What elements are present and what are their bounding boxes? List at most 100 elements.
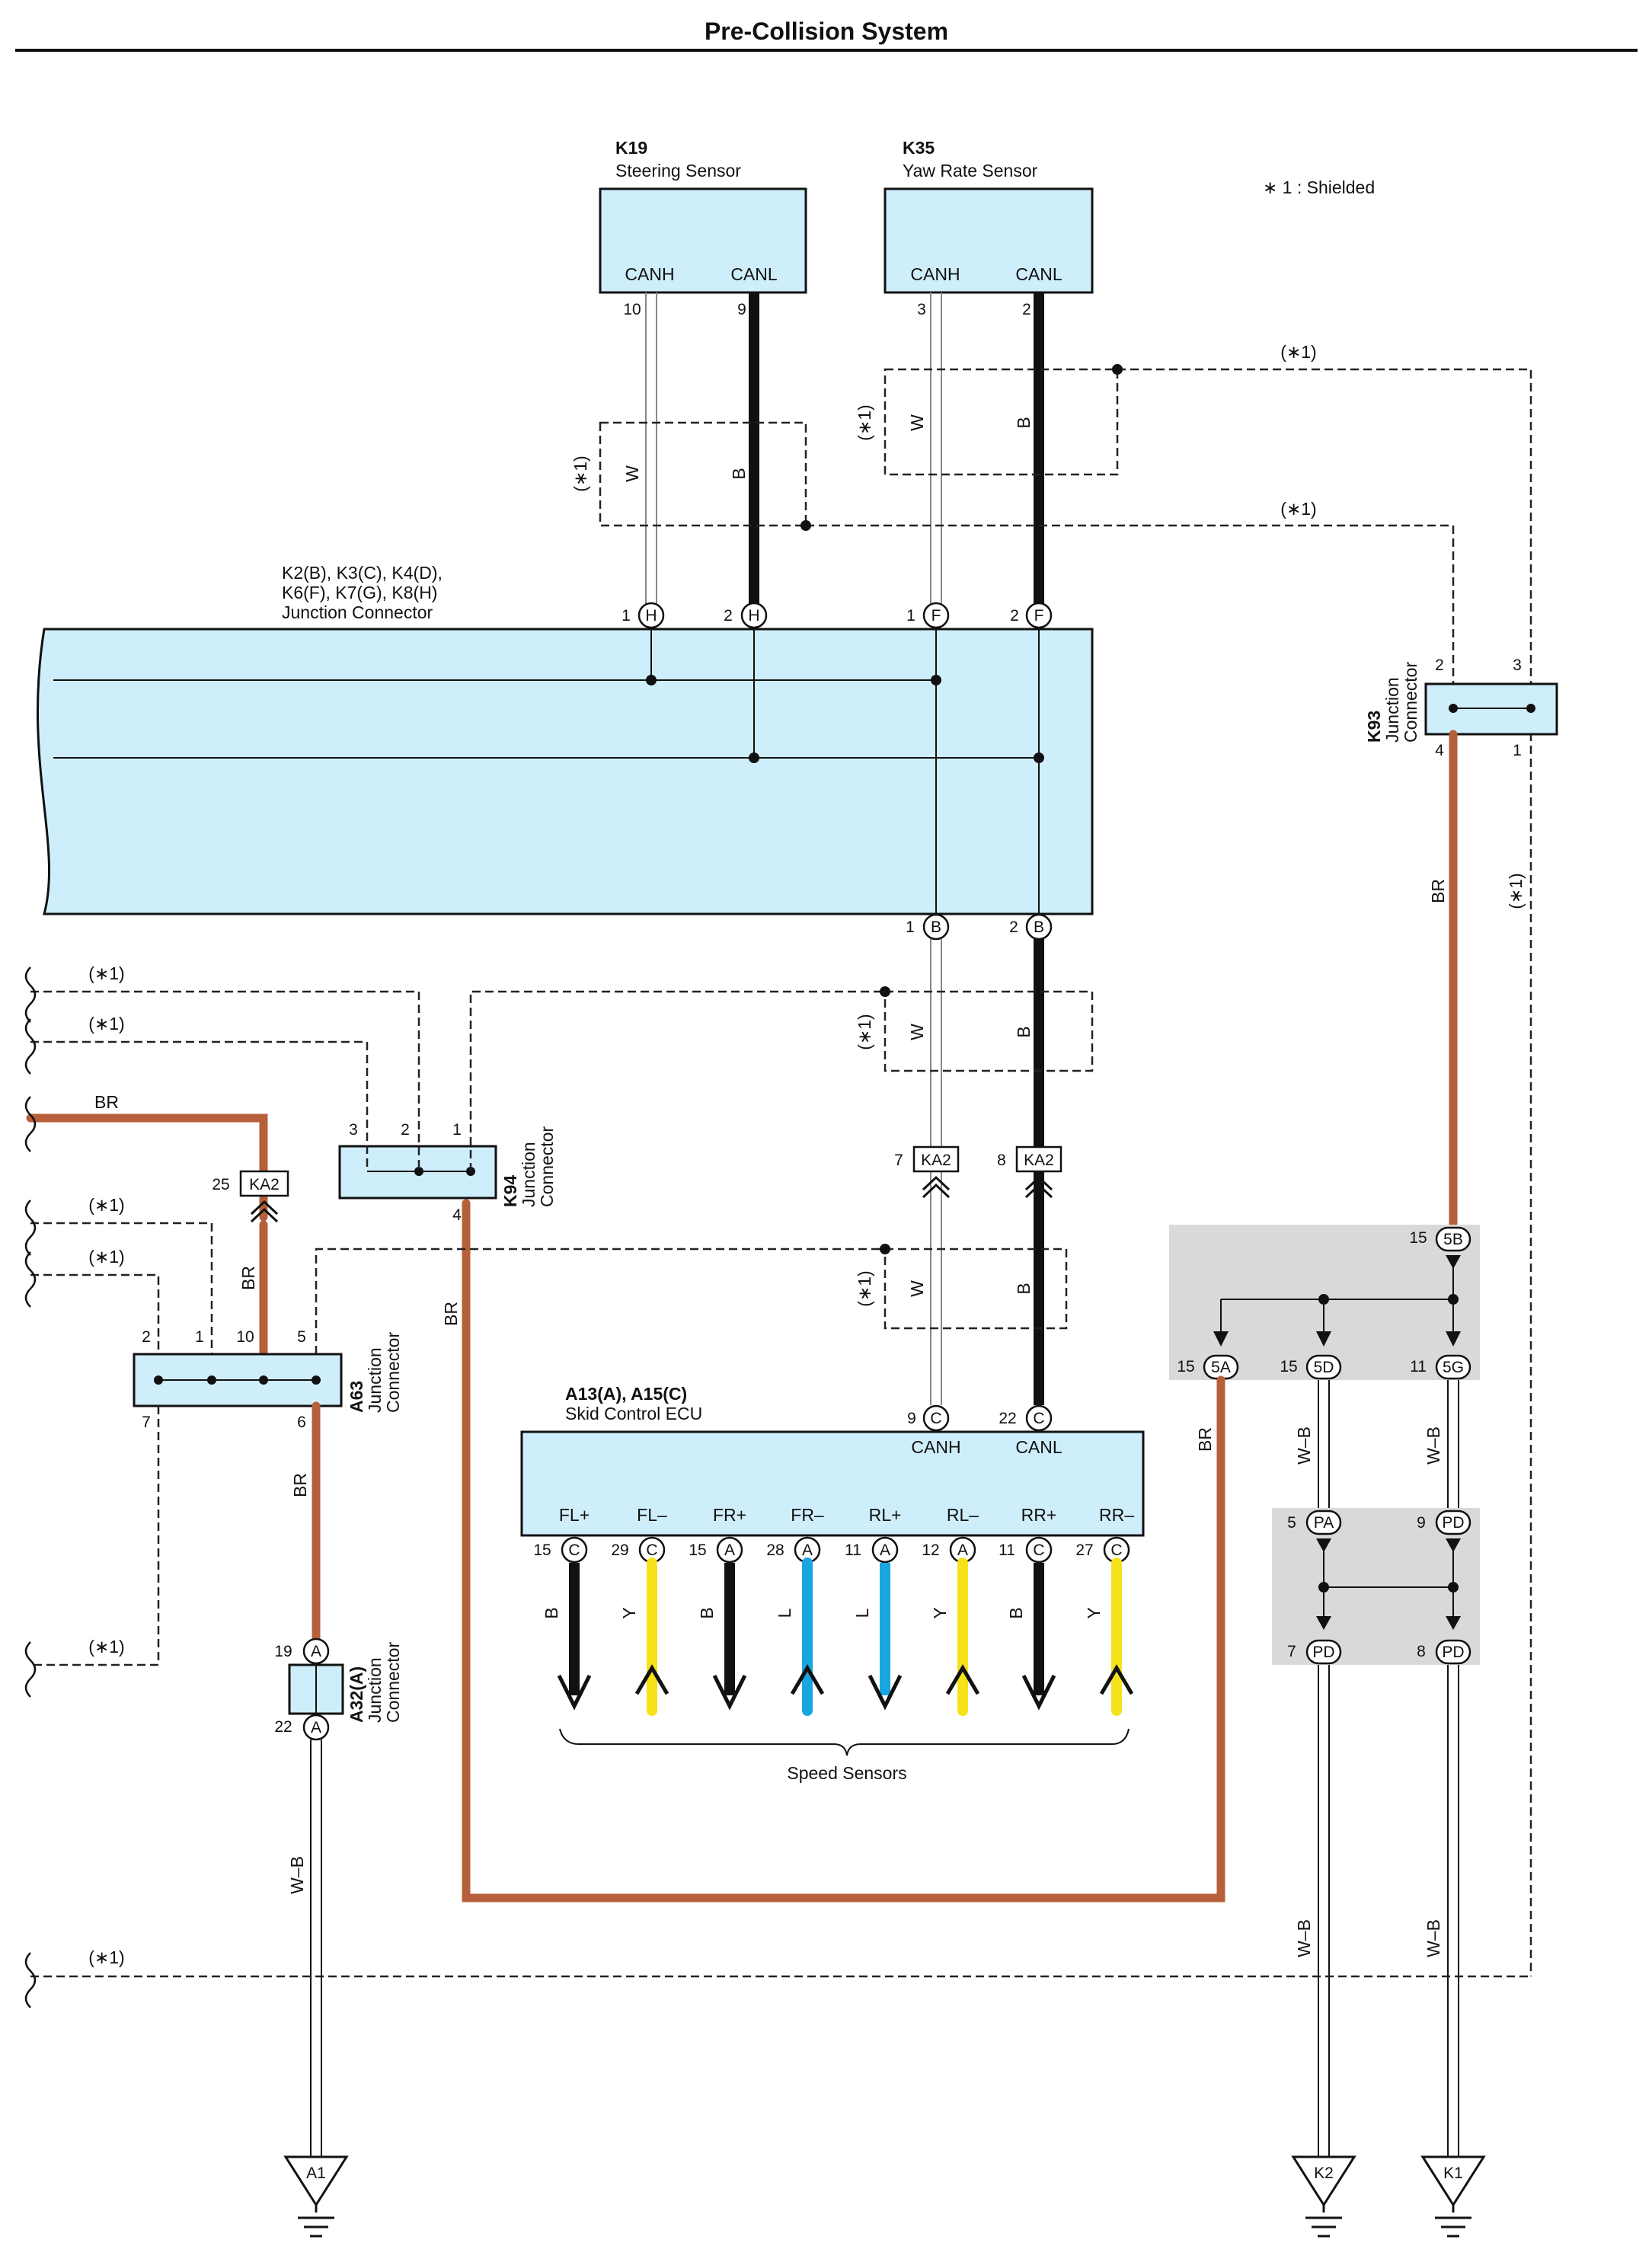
svg-text:4: 4 bbox=[452, 1206, 462, 1224]
speed-sensor-wire-color: L bbox=[852, 1608, 872, 1618]
svg-text:KA2: KA2 bbox=[921, 1152, 951, 1169]
ka2-br-connector: 25 KA2 bbox=[212, 1170, 289, 1223]
svg-text:KA2: KA2 bbox=[1024, 1152, 1054, 1169]
a32-junction-connector: 19 A 22 A A32(A) Junction Connector bbox=[274, 1637, 403, 1741]
svg-text:7: 7 bbox=[142, 1414, 151, 1431]
svg-text:A1: A1 bbox=[306, 2165, 326, 2182]
jc-main-name: Junction Connector bbox=[282, 602, 433, 622]
k35-code: K35 bbox=[903, 138, 935, 158]
svg-text:A: A bbox=[311, 1719, 321, 1736]
svg-text:1: 1 bbox=[1513, 742, 1522, 759]
svg-text:PD: PD bbox=[1442, 1644, 1464, 1661]
wire-arrow-up bbox=[945, 1664, 980, 1695]
svg-text:A63: A63 bbox=[347, 1381, 366, 1413]
ecu-code: A13(A), A15(C) bbox=[565, 1384, 687, 1404]
svg-text:F: F bbox=[1034, 607, 1044, 625]
svg-text:5: 5 bbox=[297, 1328, 306, 1346]
svg-text:8: 8 bbox=[1417, 1643, 1426, 1660]
k19-code: K19 bbox=[615, 138, 647, 158]
ecu-terminal-label: FL– bbox=[637, 1505, 667, 1525]
svg-text:(∗1): (∗1) bbox=[1506, 873, 1526, 909]
ecu-terminal-pin: 27 bbox=[1075, 1542, 1093, 1559]
svg-text:Junction: Junction bbox=[1382, 677, 1402, 743]
k35-canh: CANH bbox=[910, 264, 960, 284]
svg-text:Junction: Junction bbox=[365, 1657, 385, 1723]
k94-junction-connector: 3 2 1 4 K94 Junction Connector bbox=[338, 1121, 557, 1224]
jc-bottom-connectors: 1 B 2 B bbox=[906, 913, 1053, 941]
ecu-terminal-label: FL+ bbox=[559, 1505, 590, 1525]
ecu-terminal-letter: A bbox=[802, 1542, 813, 1559]
ground-k2: K2 bbox=[1291, 2155, 1356, 2238]
svg-text:1: 1 bbox=[452, 1121, 462, 1139]
page-title: Pre-Collision System bbox=[705, 18, 948, 45]
main-junction-connector: K2(B), K3(C), K4(D), K6(F), K7(G), K8(H)… bbox=[37, 563, 1094, 915]
splice-p: 5 PA 9 PD 7 PD 8 PD bbox=[1287, 1510, 1471, 1665]
svg-text:10: 10 bbox=[236, 1328, 254, 1346]
splice-5: 15 5B 15 5A 15 5D 11 5G bbox=[1177, 1226, 1471, 1380]
ecu-canh: CANH bbox=[911, 1437, 960, 1457]
ecu-terminal-connector bbox=[716, 1536, 743, 1564]
wire-arrow-up bbox=[790, 1664, 825, 1695]
k35-yaw-rate-sensor: K35 Yaw Rate Sensor CANH CANL 3 2 bbox=[884, 138, 1094, 318]
svg-text:(∗1): (∗1) bbox=[88, 1014, 124, 1034]
wire-arrow-down bbox=[557, 1674, 592, 1711]
svg-text:8: 8 bbox=[997, 1152, 1006, 1169]
lower-can-labels: W B (∗1) W B (∗1) bbox=[855, 1014, 1034, 1306]
svg-text:15: 15 bbox=[1409, 1229, 1427, 1247]
svg-text:KA2: KA2 bbox=[249, 1176, 280, 1193]
svg-text:5A: 5A bbox=[1211, 1359, 1231, 1376]
svg-text:Connector: Connector bbox=[383, 1332, 403, 1413]
svg-text:BR: BR bbox=[290, 1473, 310, 1497]
svg-text:W–B: W–B bbox=[1424, 1919, 1443, 1957]
svg-text:2: 2 bbox=[1435, 657, 1444, 674]
svg-text:F: F bbox=[931, 607, 941, 625]
svg-text:B: B bbox=[1014, 417, 1034, 428]
svg-text:1: 1 bbox=[195, 1328, 204, 1346]
svg-text:B: B bbox=[1014, 1026, 1034, 1037]
svg-text:K2: K2 bbox=[1314, 2165, 1334, 2182]
ecu-terminal-pin: 15 bbox=[689, 1542, 706, 1559]
a63-junction-connector: 2 1 10 5 7 6 A63 Junction Connector bbox=[133, 1328, 403, 1431]
svg-text:Connector: Connector bbox=[537, 1126, 557, 1207]
svg-text:BR: BR bbox=[94, 1092, 119, 1112]
svg-text:15: 15 bbox=[1177, 1358, 1194, 1375]
svg-text:H: H bbox=[748, 607, 759, 625]
ecu-canl: CANL bbox=[1015, 1437, 1062, 1457]
svg-text:2: 2 bbox=[1010, 607, 1019, 625]
ecu-terminal-label: RL+ bbox=[869, 1505, 902, 1525]
speed-sensor-wire-color: Y bbox=[930, 1607, 950, 1618]
ecu-terminal-label: RR– bbox=[1099, 1505, 1134, 1525]
speed-sensor-wire-color: Y bbox=[1084, 1607, 1104, 1618]
svg-text:BR: BR bbox=[238, 1266, 258, 1290]
speed-sensor-wire-color: Y bbox=[619, 1607, 639, 1618]
svg-text:BR: BR bbox=[1428, 879, 1448, 903]
svg-text:3: 3 bbox=[349, 1121, 358, 1139]
skid-control-ecu: A13(A), A15(C) Skid Control ECU 9 C 22 C… bbox=[520, 1384, 1145, 1537]
ecu-terminal-letter: A bbox=[724, 1542, 735, 1559]
svg-text:19: 19 bbox=[274, 1643, 292, 1660]
ecu-terminal-pin: 12 bbox=[922, 1542, 939, 1559]
ground-k1: K1 bbox=[1420, 2155, 1486, 2238]
jc-main-line1: K2(B), K3(C), K4(D), bbox=[282, 563, 443, 583]
ecu-terminal-letter: C bbox=[1110, 1542, 1122, 1559]
svg-text:(∗1): (∗1) bbox=[88, 1195, 124, 1215]
k35-pin-h: 3 bbox=[917, 301, 926, 318]
ecu-terminal-letter: A bbox=[880, 1542, 890, 1559]
svg-text:(∗1): (∗1) bbox=[88, 1247, 124, 1267]
wire-break-marks bbox=[24, 966, 37, 2008]
svg-text:6: 6 bbox=[297, 1414, 306, 1431]
svg-text:1: 1 bbox=[906, 607, 915, 625]
k19-pin-h: 10 bbox=[623, 301, 641, 318]
svg-text:W–B: W–B bbox=[1294, 1427, 1314, 1465]
svg-text:5D: 5D bbox=[1314, 1359, 1334, 1376]
svg-text:PD: PD bbox=[1442, 1514, 1464, 1532]
svg-text:W: W bbox=[907, 1024, 927, 1040]
svg-text:W: W bbox=[907, 1280, 927, 1297]
svg-text:B: B bbox=[931, 919, 941, 936]
k93-junction-connector: 2 3 4 1 K93 Junction Connector bbox=[1364, 657, 1558, 759]
k19-steering-sensor: K19 Steering Sensor CANH CANL 10 9 bbox=[599, 138, 807, 318]
svg-text:(∗1): (∗1) bbox=[1280, 342, 1316, 362]
ecu-terminal-connector bbox=[561, 1536, 588, 1564]
